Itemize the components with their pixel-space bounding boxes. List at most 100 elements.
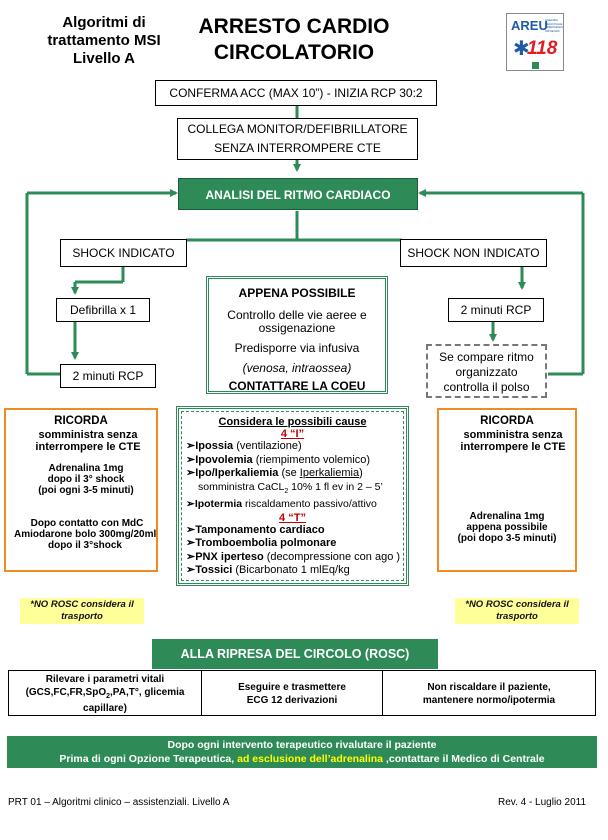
cause-trombo: ➢Tromboembolia polmonare (186, 537, 399, 551)
shock-text: SHOCK INDICATO (72, 246, 175, 260)
analisi-box: ANALISI DEL RITMO CARDIACO (178, 178, 418, 210)
rosc-col3-a: Non riscaldare il paziente, (427, 682, 551, 693)
header-left-line3: Livello A (73, 50, 135, 67)
header-left: Algoritmi di trattamento MSI Livello A (34, 14, 174, 68)
footer-left: PRT 01 – Algoritmi clinico – assistenzia… (8, 797, 230, 808)
bottom-bar: Dopo ogni intervento terapeutico rivalut… (7, 736, 597, 768)
collega-line1: COLLEGA MONITOR/DEFIBRILLATORE (187, 122, 408, 136)
compare-line2: organizzato (455, 365, 518, 379)
appena-title: APPENA POSSIBILE (238, 286, 356, 300)
tamponamento-label: Tamponamento cardiaco (195, 523, 325, 536)
ricorda-right-adr3: (poi dopo 3-5 minuti) (457, 533, 557, 544)
rosc-col1-sub: 2 (106, 692, 111, 700)
arrow-icon: ➢ (186, 523, 196, 536)
appena-line2: ossigenazione (258, 321, 336, 335)
bottom-bar-line1: Dopo ogni intervento terapeutico rivalut… (167, 739, 437, 751)
rosc-col1-b-text: (GCS,FC,FR,SpO (25, 686, 107, 698)
no-shock-text: SHOCK NON INDICATO (407, 246, 540, 260)
rosc-col1-c: ,PA,T°, glicemia (110, 686, 185, 698)
ricorda-right-adr2: appena possibile (466, 522, 548, 533)
ricorda-left-line1: somministra senza (38, 429, 138, 441)
cause-ipo-iper: ➢Ipo/Iperkaliemia (se Iperkaliemia) (186, 467, 399, 481)
ricorda-right-line1: somministra senza (463, 429, 563, 441)
rosc-col3-b: mantenere normo/ipotermia (422, 695, 556, 706)
cause-ipotermia: ➢Ipotermia riscaldamento passivo/attivo (186, 498, 399, 512)
defibrilla-box: Defibrilla x 1 (56, 298, 150, 322)
rosc-col2-b: ECG 12 derivazioni (246, 695, 338, 706)
ricorda-left-adr1: Adrenalina 1mg (48, 463, 124, 474)
ricorda-left-box: RICORDA somministra senza interrompere l… (4, 408, 158, 572)
cause-ipossia: ➢Ipossia (ventilazione) (186, 440, 399, 454)
ricorda-right-line2: interrompere le CTE (460, 441, 566, 453)
ipo-iper-note-b: Iperkaliemia (299, 467, 360, 479)
rcp-left-text: 2 minuti RCP (72, 369, 144, 383)
appena-line3: Predisporre via infusiva (234, 341, 360, 355)
tossici-label: Tossici (195, 564, 233, 577)
logo-number: 118 (527, 38, 558, 59)
rosc-col-parametri: Rilevare i parametri vitali (GCS,FC,FR,S… (9, 671, 202, 715)
ipovolemia-note: (riempimento volemico) (255, 453, 371, 466)
ipo-iper-note-a: (se (281, 467, 300, 479)
rosc-title-box: ALLA RIPRESA DEL CIRCOLO (ROSC) (152, 639, 438, 669)
rcp-right-box: 2 minuti RCP (448, 298, 544, 322)
arrow-icon: ➢ (186, 550, 196, 563)
shock-box: SHOCK INDICATO (60, 239, 187, 267)
header-left-line2: trattamento MSI (47, 32, 161, 49)
cacl-a: somministra CaCL (198, 480, 285, 493)
rosc-col1-b: (GCS,FC,FR,SpO2,PA,T°, glicemia (9, 687, 201, 704)
appena-line1: Controllo delle vie aeree e (227, 308, 367, 322)
tossici-note: (Bicarbonato 1 mlEq/kg (235, 564, 350, 577)
ricorda-right-adr1: Adrenalina 1mg (469, 511, 545, 522)
page-title-line1: ARRESTO CARDIO (198, 15, 390, 38)
bottom-bar-line2-a: Prima di ogni Opzione Terapeutica, (59, 753, 238, 765)
cause-ipovolemia: ➢Ipovolemia (riempimento volemico) (186, 454, 399, 468)
analisi-text: ANALISI DEL RITMO CARDIACO (205, 188, 391, 202)
ricorda-left-adr2: dopo il 3° shock (47, 474, 125, 485)
cause-pnx: ➢PNX iperteso (decompressione con ago ) (186, 550, 401, 565)
logo-subtext: AGENZIA REGIONALE EMERGENZA URGENZA (545, 19, 563, 33)
pnx-label: PNX iperteso (195, 550, 264, 563)
ricorda-left-amio2: Amiodarone bolo 300mg/20ml (14, 529, 157, 540)
arrow-icon: ➢ (186, 467, 196, 479)
compare-line3: controlla il polso (443, 380, 530, 394)
page-title-line2: CIRCOLATORIO (213, 41, 375, 64)
rosc-col-ecg: Eseguire e trasmettere ECG 12 derivazion… (202, 671, 383, 715)
rosc-col1-a: Rilevare i parametri vitali (45, 674, 165, 685)
collega-line2: SENZA INTERROMPERE CTE (214, 141, 381, 155)
appena-line4: (venosa, intraossea) (242, 361, 352, 375)
pnx-note: (decompressione con ago ) (266, 550, 401, 563)
ipovolemia-label: Ipovolemia (195, 453, 253, 466)
cause-four-i: 4 “I” (280, 428, 305, 440)
star-of-life-icon: ✱ (513, 38, 530, 60)
page-title: ARRESTO CARDIO CIRCOLATORIO (180, 14, 408, 66)
conferma-text: CONFERMA ACC (MAX 10”) - INIZIA RCP 30:2 (169, 86, 423, 100)
ipossia-note: (ventilazione) (236, 440, 302, 452)
ricorda-left-adr3: (poi ogni 3-5 minuti) (38, 485, 134, 496)
rosc-col1-d: capillare) (83, 703, 127, 714)
ricorda-left-title: RICORDA (54, 415, 108, 427)
cause-cacl: somministra CaCL2 10% 1 fl ev in 2 – 5’ (186, 481, 399, 499)
defibrilla-text: Defibrilla x 1 (69, 303, 137, 317)
ipotermia-label: Ipotermia (194, 498, 243, 511)
ipo-iper-label: Ipo/Iperkaliemia (195, 467, 279, 479)
compare-box: Se compare ritmo organizzato controlla i… (426, 344, 547, 398)
cause-title: Considera le possibili cause (218, 416, 367, 428)
footer-right: Rev. 4 - Luglio 2011 (498, 797, 587, 808)
bottom-bar-line2: Prima di ogni Opzione Terapeutica, ad es… (7, 752, 597, 766)
rcp-left-box: 2 minuti RCP (60, 364, 156, 388)
cacl-b: 10% 1 fl ev in 2 – 5’ (288, 480, 383, 493)
cacl-sub: 2 (284, 487, 289, 495)
rcp-right-text: 2 minuti RCP (460, 303, 532, 317)
rosc-col-temperatura: Non riscaldare il paziente, mantenere no… (383, 671, 595, 715)
ricorda-left-amio3: dopo il 3°shock (47, 540, 122, 551)
region-emblem-icon (532, 62, 539, 69)
ricorda-right-title: RICORDA (480, 415, 534, 427)
appena-box: APPENA POSSIBILE Controllo delle vie aer… (206, 276, 388, 394)
rosc-col2-a: Eseguire e trasmettere (238, 682, 346, 693)
bottom-bar-line2-c: ,contattare il Medico di Centrale (383, 753, 545, 765)
no-rosc-note-left: *NO ROSC considera il trasporto (20, 598, 144, 624)
cause-tossici: ➢Tossici (Bicarbonato 1 mlEq/kg (186, 564, 399, 578)
arrow-icon: ➢ (186, 498, 195, 511)
rosc-columns: Rilevare i parametri vitali (GCS,FC,FR,S… (8, 670, 596, 716)
header-left-line1: Algoritmi di (62, 14, 146, 31)
